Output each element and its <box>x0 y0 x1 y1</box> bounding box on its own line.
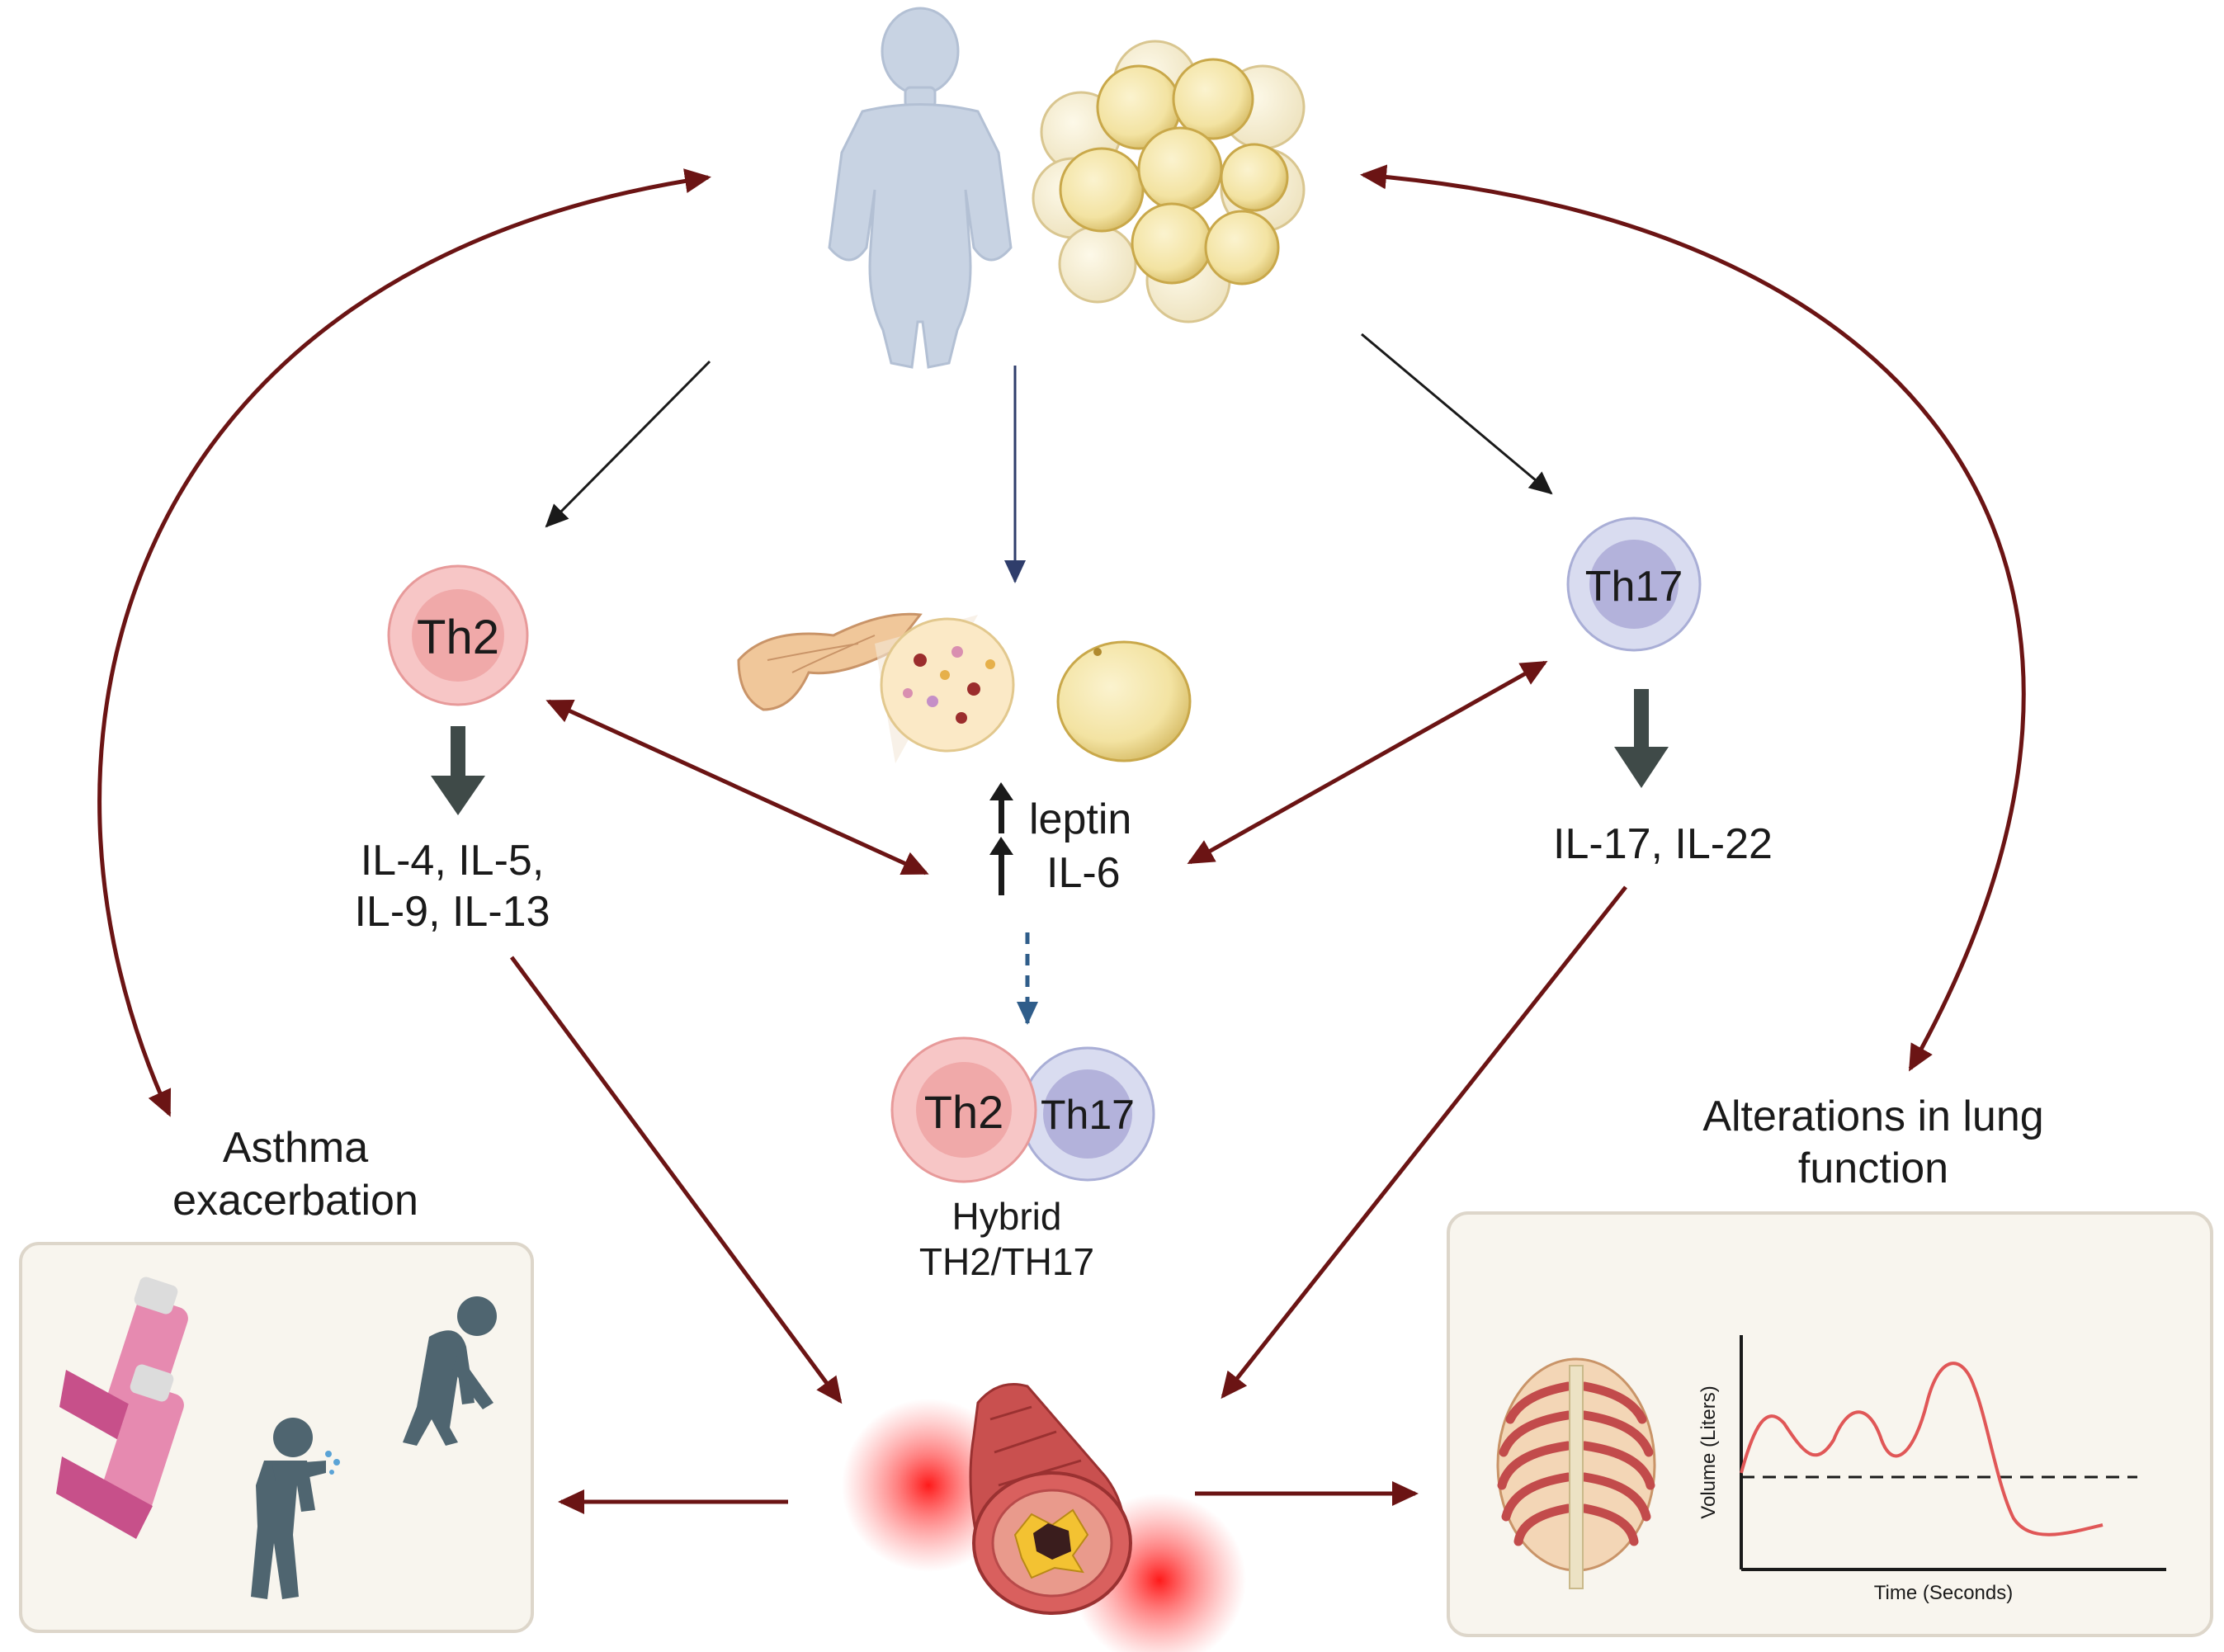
arrow-obesity-lung <box>1360 164 2026 1072</box>
child-body-icon <box>828 7 1013 369</box>
hybrid-th17-label: Th17 <box>1041 1092 1135 1138</box>
th17-secretion-arrow <box>1614 689 1669 788</box>
adipocyte-cluster-icon <box>1032 40 1306 323</box>
ribcage-icon <box>1496 1357 1656 1589</box>
th2-cytokines-line2: IL-9, IL-13 <box>354 888 550 936</box>
coughing-person-icon <box>251 1418 340 1599</box>
hybrid-th2-label: Th2 <box>924 1086 1004 1138</box>
hybrid-label-line1: Hybrid <box>952 1195 1062 1238</box>
hybrid-cell: Th2 Th17 <box>890 1036 1155 1183</box>
adipocyte-icon <box>1056 640 1192 762</box>
arrow-to-th17 <box>1361 333 1553 495</box>
lung-title-line1: Alterations in lung <box>1702 1093 2043 1140</box>
th2-cytokines-line1: IL-4, IL-5, <box>361 837 545 885</box>
lung-title-line2: function <box>1798 1145 1948 1192</box>
tired-person-icon <box>403 1296 497 1446</box>
arrow-th17-cytokines-airway <box>1221 885 1627 1399</box>
graph-ylabel: Volume (Liters) <box>1698 1385 1720 1518</box>
th2-cell: Th2 <box>387 564 529 706</box>
th2-label: Th2 <box>417 611 499 664</box>
inflamed-airway-icon <box>842 1383 1246 1652</box>
leptin-label: leptin <box>1029 795 1131 843</box>
arrow-th2-cytokines-airway <box>509 956 843 1404</box>
hybrid-label-line2: TH2/TH17 <box>919 1240 1094 1283</box>
th2-secretion-arrow <box>431 726 485 815</box>
arrow-obesity-asthma <box>97 168 711 1117</box>
th17-cytokines: IL-17, IL-22 <box>1553 820 1773 868</box>
inhaler-icon <box>56 1277 188 1539</box>
asthma-title-line2: exacerbation <box>172 1177 418 1225</box>
il6-label: IL-6 <box>1046 849 1121 897</box>
graph-xlabel: Time (Seconds) <box>1874 1582 2014 1604</box>
islet-cluster-icon <box>880 617 1015 753</box>
arrow-th17-adipokines <box>1187 660 1548 865</box>
th17-label: Th17 <box>1585 563 1683 611</box>
th17-cell: Th17 <box>1566 517 1702 652</box>
arrow-th2-adipokines <box>545 699 929 876</box>
asthma-title-line1: Asthma <box>223 1124 368 1172</box>
volume-time-graph: Time (Seconds) Volume (Liters) <box>1698 1335 2166 1604</box>
arrow-to-th2 <box>545 360 711 528</box>
increase-arrows <box>989 782 1013 895</box>
